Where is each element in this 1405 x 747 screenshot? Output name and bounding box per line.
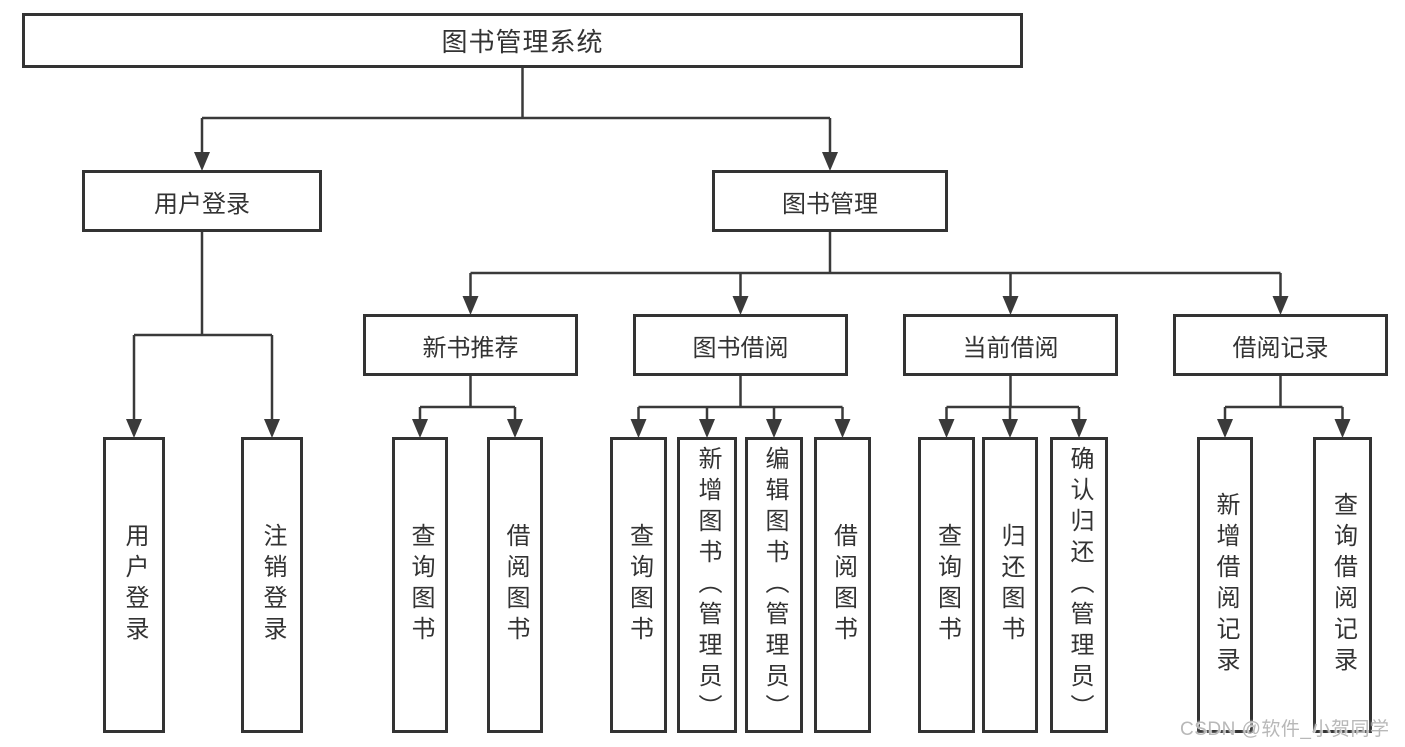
node-bb-borrow-books: 借阅图书 — [814, 437, 871, 733]
arrowhead-bb-borrow-books — [834, 419, 851, 438]
node-label-bb-edit-books: 编辑图书（管理员） — [761, 445, 788, 725]
connector-borrow-records — [1223, 376, 1344, 424]
node-cb-confirm-return: 确认归还（管理员） — [1050, 437, 1108, 733]
connector-book-mgmt — [469, 232, 1282, 301]
node-label-borrow-records: 借阅记录 — [1232, 334, 1329, 362]
connector-new-book-rec — [418, 376, 517, 424]
node-new-book-rec: 新书推荐 — [363, 314, 578, 376]
csdn-watermark: CSDN @软件_小贺同学 — [1180, 719, 1390, 740]
node-cb-query-books: 查询图书 — [918, 437, 975, 733]
arrowhead-borrow-records — [1272, 296, 1289, 315]
node-label-bb-query-books: 查询图书 — [625, 523, 653, 647]
node-label-cb-query-books: 查询图书 — [933, 523, 961, 647]
arrowhead-bb-edit-books — [766, 419, 782, 438]
node-label-logout: 注销登录 — [259, 523, 286, 647]
node-borrow-records: 借阅记录 — [1173, 314, 1388, 376]
node-label-rec-query-books: 查询图书 — [407, 523, 434, 647]
connector-user-login — [132, 232, 274, 424]
arrowhead-bb-query-books — [630, 419, 647, 438]
node-br-query-record: 查询借阅记录 — [1313, 437, 1372, 733]
node-label-login: 用户登录 — [121, 523, 148, 647]
arrowhead-bb-add-books — [699, 419, 715, 438]
node-label-bb-add-books: 新增图书（管理员） — [694, 445, 721, 725]
connector-current-borrow — [945, 376, 1081, 424]
node-current-borrow: 当前借阅 — [903, 314, 1118, 376]
connector-book-borrow — [637, 376, 844, 424]
node-bb-query-books: 查询图书 — [610, 437, 667, 733]
node-label-br-add-record: 新增借阅记录 — [1212, 492, 1239, 678]
node-cb-return-books: 归还图书 — [982, 437, 1038, 733]
node-label-book-borrow: 图书借阅 — [692, 334, 789, 362]
node-bb-add-books: 新增图书（管理员） — [677, 437, 737, 733]
connector-root — [200, 68, 832, 157]
node-label-rec-borrow-books: 借阅图书 — [502, 523, 529, 647]
node-rec-borrow-books: 借阅图书 — [487, 437, 543, 733]
arrowhead-cb-query-books — [938, 419, 955, 438]
arrowhead-current-borrow — [1002, 296, 1019, 315]
arrowhead-rec-query-books — [412, 419, 428, 438]
arrowhead-cb-confirm-return — [1071, 419, 1087, 438]
node-br-add-record: 新增借阅记录 — [1197, 437, 1253, 733]
node-label-br-query-record: 查询借阅记录 — [1329, 492, 1357, 678]
node-label-cb-confirm-return: 确认归还（管理员） — [1066, 445, 1093, 725]
node-label-cb-return-books: 归还图书 — [997, 523, 1024, 647]
arrowhead-book-mgmt — [822, 152, 838, 171]
arrowhead-user-login — [194, 152, 210, 171]
node-book-borrow: 图书借阅 — [633, 314, 848, 376]
node-book-mgmt: 图书管理 — [712, 170, 948, 232]
node-label-new-book-rec: 新书推荐 — [422, 334, 519, 362]
node-bb-edit-books: 编辑图书（管理员） — [745, 437, 803, 733]
arrowhead-login — [126, 419, 142, 438]
arrowhead-logout — [264, 419, 280, 438]
node-rec-query-books: 查询图书 — [392, 437, 448, 733]
node-logout: 注销登录 — [241, 437, 303, 733]
arrowhead-cb-return-books — [1002, 419, 1018, 438]
arrowhead-rec-borrow-books — [507, 419, 523, 438]
node-label-bb-borrow-books: 借阅图书 — [829, 523, 857, 647]
arrowhead-new-book-rec — [462, 296, 479, 315]
node-login: 用户登录 — [103, 437, 165, 733]
node-label-book-mgmt: 图书管理 — [782, 190, 878, 218]
node-label-user-login: 用户登录 — [154, 190, 250, 218]
arrowhead-br-query-record — [1334, 419, 1351, 438]
node-label-current-borrow: 当前借阅 — [962, 334, 1059, 362]
arrowhead-book-borrow — [732, 296, 749, 315]
arrowhead-br-add-record — [1217, 419, 1233, 438]
node-root: 图书管理系统 — [22, 13, 1023, 68]
node-user-login: 用户登录 — [82, 170, 322, 232]
node-label-root: 图书管理系统 — [441, 27, 604, 57]
